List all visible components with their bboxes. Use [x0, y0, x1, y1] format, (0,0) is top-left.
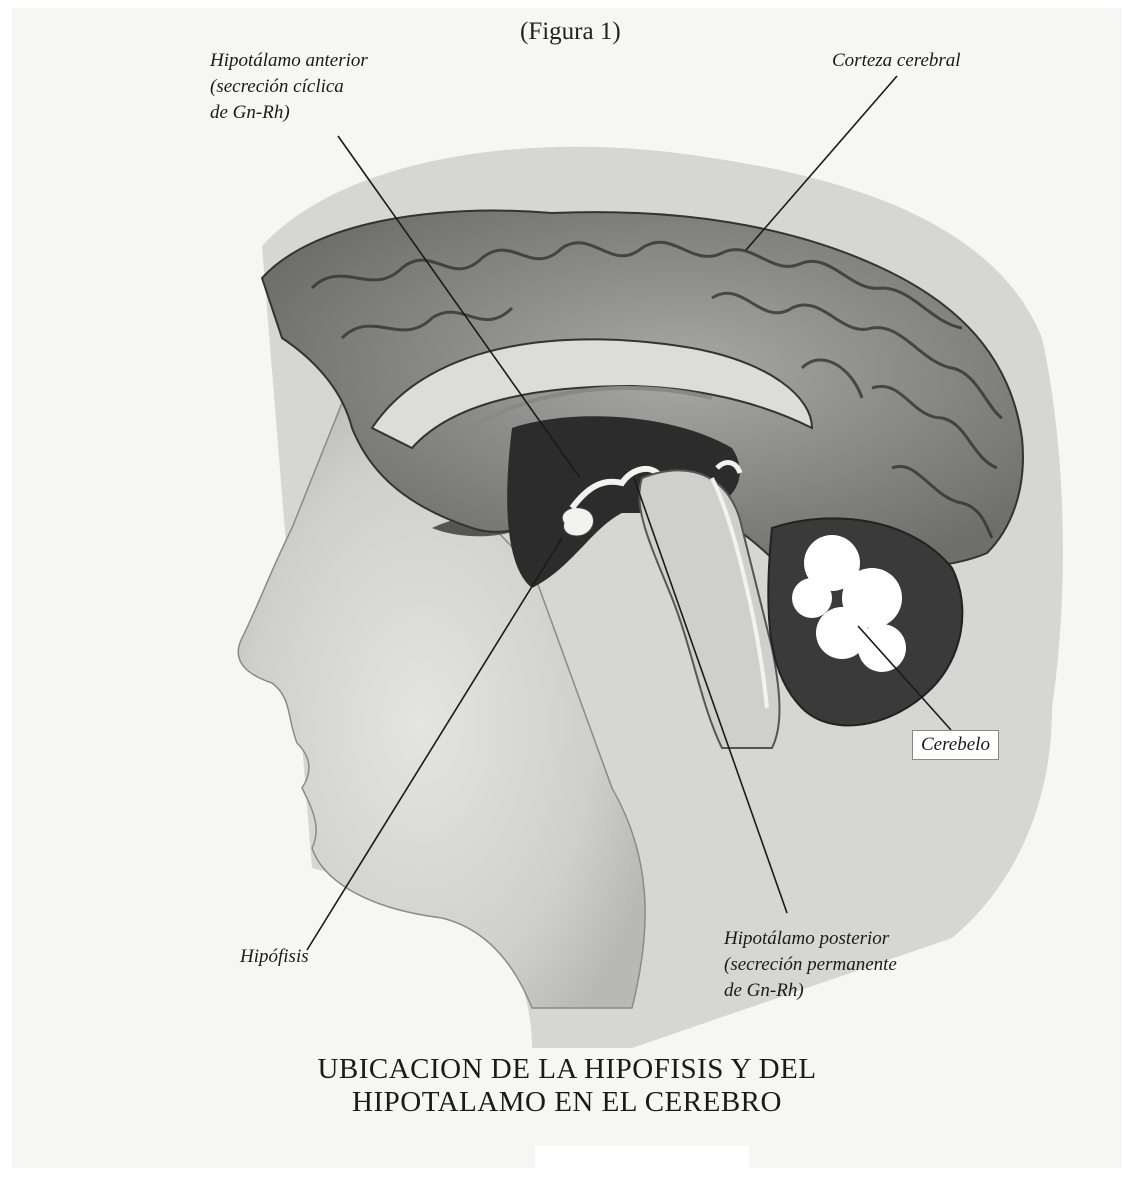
caption-line: UBICACION DE LA HIPOFISIS Y DEL	[12, 1053, 1122, 1086]
brain-sagittal-illustration	[12, 8, 1122, 1168]
label-line: (secreción permanente	[724, 952, 897, 978]
label-line: de Gn-Rh)	[210, 100, 368, 126]
scan-blank-patch	[535, 1146, 749, 1168]
document-page: (Figura 1) Hipotálamo anterior (secreció…	[12, 8, 1122, 1168]
label-cerebelo: Cerebelo	[912, 730, 999, 760]
caption-line: HIPOTALAMO EN EL CEREBRO	[12, 1086, 1122, 1119]
label-line: de Gn-Rh)	[724, 978, 897, 1004]
label-line: Hipotálamo anterior	[210, 48, 368, 74]
label-hipotalamo-posterior: Hipotálamo posterior (secreción permanen…	[724, 926, 897, 1004]
label-corteza-cerebral: Corteza cerebral	[832, 48, 961, 74]
pituitary-gland	[562, 508, 593, 536]
figure-caption: UBICACION DE LA HIPOFISIS Y DEL HIPOTALA…	[12, 1053, 1122, 1119]
label-hipofisis: Hipófisis	[240, 944, 309, 970]
label-hipotalamo-anterior: Hipotálamo anterior (secreción cíclica d…	[210, 48, 368, 126]
label-line: Hipotálamo posterior	[724, 926, 897, 952]
figure-number: (Figura 1)	[520, 18, 621, 46]
label-line: (secreción cíclica	[210, 74, 368, 100]
